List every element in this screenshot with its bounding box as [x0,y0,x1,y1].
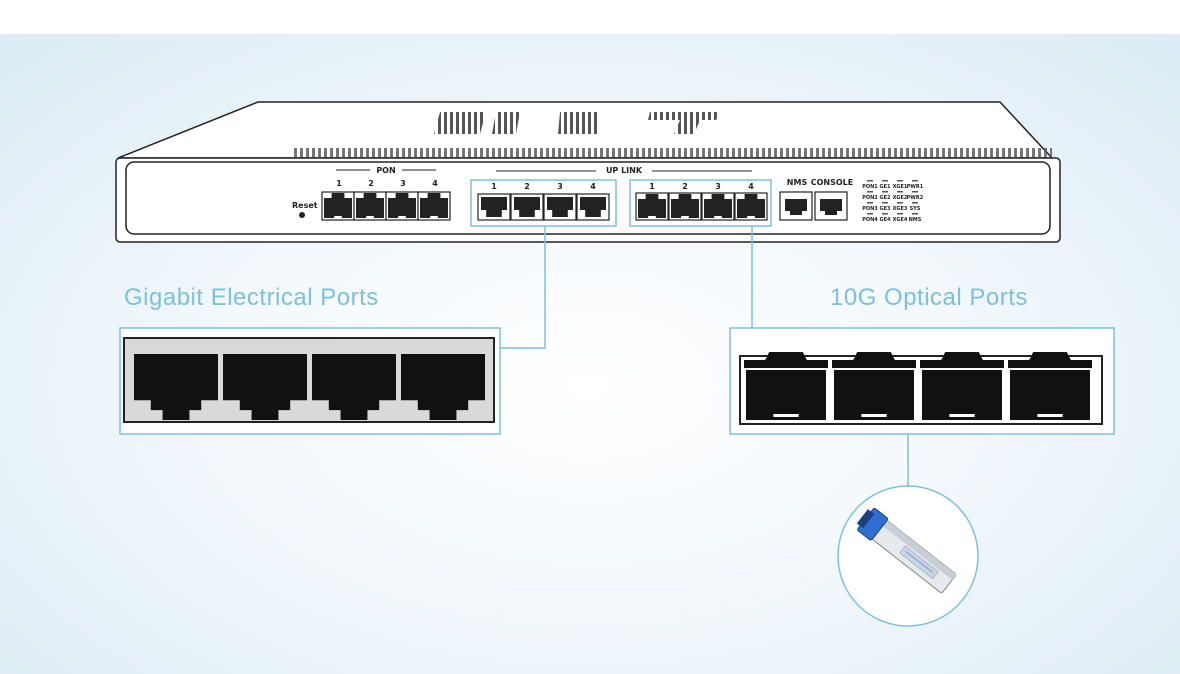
led-label: NMS [909,217,922,223]
led-indicator [882,202,888,204]
led-indicator [882,180,888,182]
led-indicator [867,202,873,204]
nms-port[interactable] [779,191,813,221]
reset-label: Reset [292,201,318,210]
uplink-electrical-ports [477,193,610,221]
optical-zoom-port-3 [920,352,1004,420]
uplink-electrical-number: 4 [590,182,596,191]
optical-callout-title: 10G Optical Ports [830,284,1028,311]
led-indicator [867,191,873,193]
electrical-connector-line [500,226,546,349]
uplink-optical-port-1[interactable] [635,192,669,221]
uplink-optical-numbers: 1 2 3 4 [649,182,754,191]
pon-port-3[interactable] [385,191,419,221]
electrical-zoom-port-3 [312,354,396,420]
led-indicator [912,180,918,182]
pon-port-numbers: 1 2 3 4 [336,179,438,188]
optical-zoom-port-4 [1008,352,1092,420]
electrical-zoom-port-4 [401,354,485,420]
uplink-electrical-numbers: 1 2 3 4 [491,182,596,191]
led-label: PON3 [862,206,878,212]
led-label: SYS [910,206,921,212]
uplink-electrical-number: 1 [491,182,497,191]
electrical-zoom-port-2 [223,354,307,420]
uplink-electrical-port-2[interactable] [510,193,544,221]
pon-port-2[interactable] [353,191,387,221]
uplink-electrical-port-1[interactable] [477,193,511,221]
nms-label: NMS [787,178,808,187]
led-indicator [897,202,903,204]
electrical-zoom-port-1 [134,354,218,420]
led-indicator [897,191,903,193]
console-label: CONSOLE [811,178,854,187]
led-label: PON1 [862,184,878,190]
led-label: XGE4 [893,217,908,223]
uplink-optical-number: 4 [748,182,754,191]
led-label: XGE2 [893,195,908,201]
led-label: GE2 [880,195,892,201]
pon-port-number: 3 [400,179,406,188]
vent-ridge [292,148,1052,158]
electrical-callout-title: Gigabit Electrical Ports [124,284,379,311]
led-indicator [897,180,903,182]
uplink-optical-number: 1 [649,182,655,191]
led-indicator [882,213,888,215]
pon-port-number: 4 [432,179,438,188]
electrical-ports-highlight [470,179,617,227]
led-indicator [882,191,888,193]
uplink-optical-ports [635,192,768,221]
console-port[interactable] [814,191,848,221]
led-label: PON4 [862,217,878,223]
uplink-optical-number: 2 [682,182,688,191]
led-indicator [867,180,873,182]
uplink-optical-number: 3 [715,182,721,191]
pon-port-4[interactable] [417,191,451,221]
pon-label: PON [376,166,395,175]
led-label: GE4 [880,217,892,223]
top-vent-logo [434,112,720,134]
uplink-optical-port-3[interactable] [701,192,735,221]
diagram-stage: Reset PON 1 2 3 4 UP LINK 1 2 3 4 1 2 3 4 NMS CON… [0,34,1180,674]
uplink-optical-port-4[interactable] [734,192,768,221]
sfp-module-icon [856,507,957,594]
optical-ports-highlight [629,179,772,227]
led-label: PWR1 [907,184,924,190]
led-indicator [912,191,918,193]
led-label: XGE3 [893,206,908,212]
reset-button[interactable] [299,212,305,218]
led-label: XGE1 [893,184,908,190]
uplink-electrical-port-4[interactable] [576,193,610,221]
optical-zoom-port-1 [744,352,828,420]
electrical-zoom-ports [134,354,485,420]
olt-diagram: Reset PON 1 2 3 4 UP LINK 1 2 3 4 1 2 3 4 NMS CON… [115,101,1115,627]
led-label: PON2 [862,195,878,201]
uplink-electrical-number: 3 [557,182,563,191]
led-label: GE1 [880,184,892,190]
pon-ports [321,191,451,221]
led-indicator [912,202,918,204]
uplink-electrical-port-3[interactable] [543,193,577,221]
led-label: GE3 [880,206,892,212]
optical-zoom-port-2 [832,352,916,420]
pon-port-number: 2 [368,179,374,188]
pon-port-number: 1 [336,179,342,188]
pon-port-1[interactable] [321,191,355,221]
optical-zoom-ports [739,352,1103,425]
led-indicator [912,213,918,215]
led-indicator [897,213,903,215]
led-indicator [867,213,873,215]
uplink-optical-port-2[interactable] [668,192,702,221]
uplink-electrical-number: 2 [524,182,530,191]
uplink-label: UP LINK [606,166,643,175]
led-label: PWR2 [907,195,924,201]
